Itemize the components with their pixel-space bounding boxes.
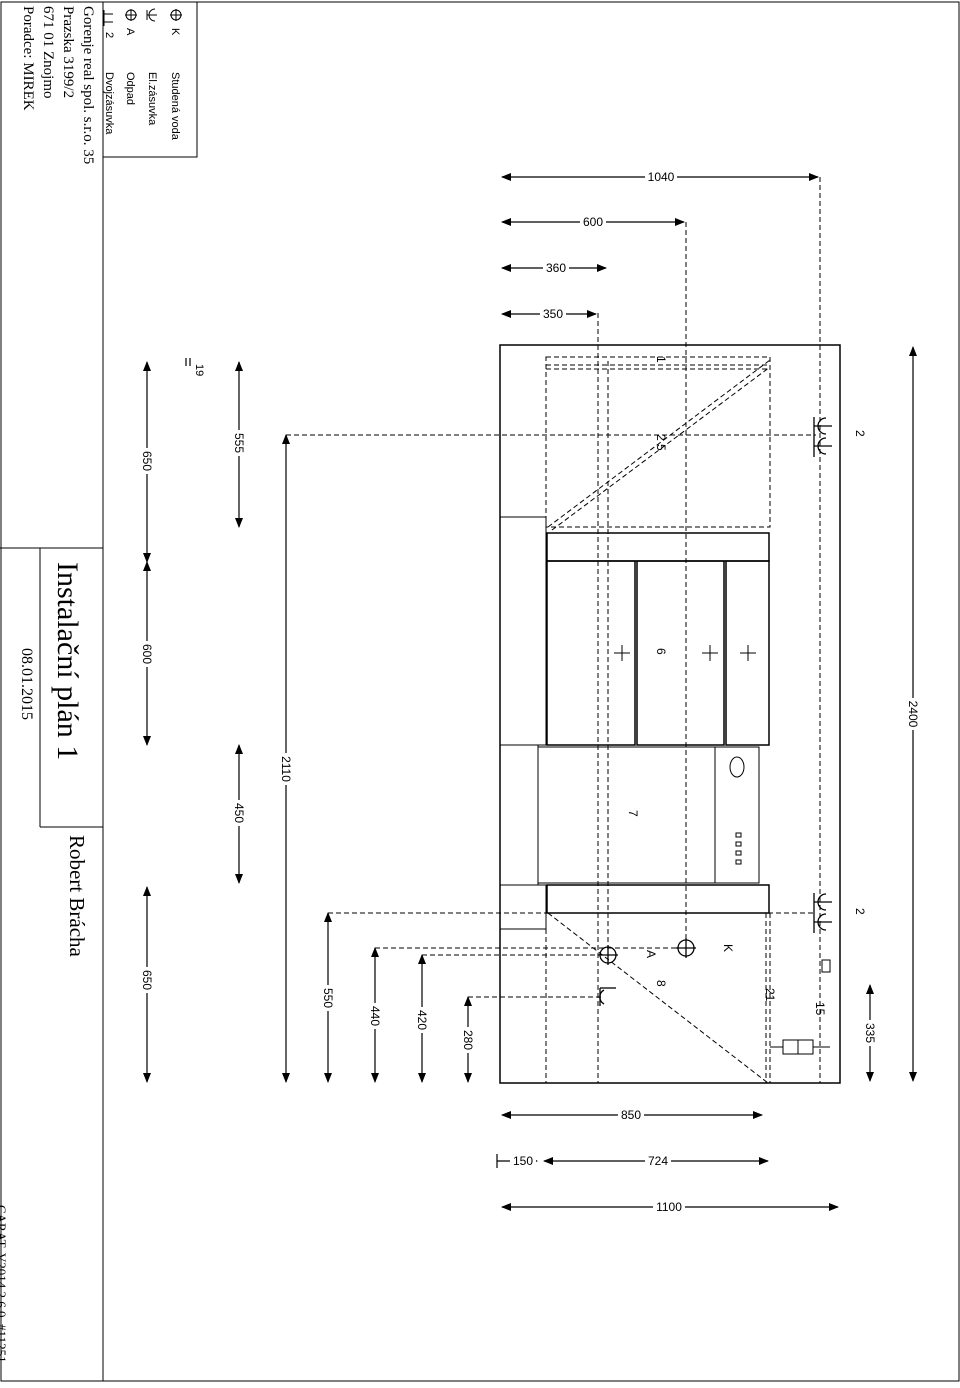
dimension-labels-top: 1040 600 360 350	[540, 170, 677, 321]
legend-label-drain: Odpad	[124, 72, 136, 105]
dim-150: 150	[513, 1154, 533, 1168]
hob-markers	[614, 645, 756, 661]
dim-2400: 2400	[906, 701, 920, 728]
customer-name: Robert Brácha	[65, 835, 89, 958]
socket-icon	[146, 8, 157, 22]
water-tap-crosshair-icon	[170, 9, 182, 21]
dim-280: 280	[461, 1030, 475, 1050]
label-k: K	[721, 944, 735, 952]
label-2-5: 2 5	[654, 434, 668, 451]
label-21: 21	[763, 988, 777, 1002]
dim-335: 335	[863, 1023, 877, 1043]
legend: K Studená voda El.zásuvka A Odpad 2 Dvoj…	[102, 1, 198, 158]
wall-strip-7	[499, 744, 539, 886]
dimension-labels-bottom: 850 150 724 1100	[510, 1108, 685, 1214]
dim-350: 350	[543, 307, 563, 321]
corner-unit-outline	[545, 356, 771, 528]
unit-6-top	[546, 532, 770, 562]
dim-1100: 1100	[656, 1200, 682, 1214]
plan-date: 08.01.2015	[18, 648, 35, 720]
label-15: 15	[813, 1002, 827, 1016]
dim-440: 440	[368, 1006, 382, 1026]
label-7: 7	[626, 810, 640, 817]
company-advisor: Poradce: MIREK	[20, 6, 36, 111]
software-version: CARAT, V2014.2.6.0, #11251	[0, 1205, 9, 1363]
dimensions-left	[143, 358, 816, 1083]
company-info: Gorenje real spol. s.r.o. 35 Prazska 319…	[20, 6, 96, 164]
unit-8-top	[546, 884, 770, 914]
dimension-labels-right: 2400 335	[862, 698, 921, 1046]
drain-crosshair-icon	[125, 9, 137, 21]
unit-6-right	[725, 560, 770, 746]
dim-2110: 2110	[279, 756, 293, 782]
legend-label-water: Studená voda	[169, 72, 181, 141]
dim-600-top: 600	[583, 215, 603, 229]
wall-strip-8	[499, 884, 547, 930]
room-outline	[499, 344, 841, 1084]
appliance-7	[537, 746, 760, 884]
dim-450: 450	[232, 803, 246, 823]
pipe-fitting-icon	[770, 1039, 830, 1055]
socket-icon	[599, 987, 616, 1006]
dim-19: 19	[193, 364, 205, 376]
label-1: 1	[654, 356, 668, 363]
label-2-top: 2	[853, 430, 867, 437]
legend-label-socket: El.zásuvka	[146, 72, 158, 126]
dim-850: 850	[621, 1108, 641, 1122]
label-a: A	[644, 950, 658, 958]
unit-6-left	[546, 560, 636, 746]
countertop-wall-strip	[499, 516, 547, 746]
label-6: 6	[654, 648, 668, 655]
double-socket-icon	[813, 417, 832, 457]
label-8: 8	[654, 980, 668, 987]
dim-550: 550	[321, 988, 335, 1008]
legend-code-a: A	[124, 28, 136, 36]
dim-360: 360	[546, 261, 566, 275]
label-2-bottom: 2	[853, 908, 867, 915]
dim-420: 420	[415, 1010, 429, 1030]
dim-724: 724	[648, 1154, 668, 1168]
legend-code-k: K	[169, 28, 181, 36]
element-labels: 1 2 5 6 7 8 A K 21 15 2 2	[626, 356, 867, 1016]
dim-650-b: 650	[140, 970, 154, 990]
dim-600-left: 600	[140, 644, 154, 664]
dim-555: 555	[232, 433, 246, 453]
dimension-labels-left: 650 600 650 555 450 2110 550 440 420 280…	[139, 364, 476, 1053]
unit-6-mid	[636, 560, 725, 746]
double-socket-icon	[103, 10, 113, 26]
legend-code-2: 2	[103, 32, 115, 38]
company-name: Gorenje real spol. s.r.o. 35	[80, 6, 96, 164]
legend-label-double-socket: Dvojzásuvka	[103, 72, 115, 135]
company-street: Prazska 3199/2	[60, 6, 76, 98]
appliance-7-panel	[714, 746, 760, 884]
title-block: Instalační plán 1 08.01.2015 Robert Brác…	[0, 547, 103, 1363]
plan-title: Instalační plán 1	[51, 562, 84, 760]
plug-icon	[821, 959, 831, 973]
company-city: 671 01 Znojmo	[40, 6, 56, 99]
dim-650-a: 650	[140, 451, 154, 471]
kitchen-units	[499, 222, 771, 1084]
dim-1040: 1040	[648, 170, 675, 184]
double-socket-icon	[813, 893, 832, 933]
